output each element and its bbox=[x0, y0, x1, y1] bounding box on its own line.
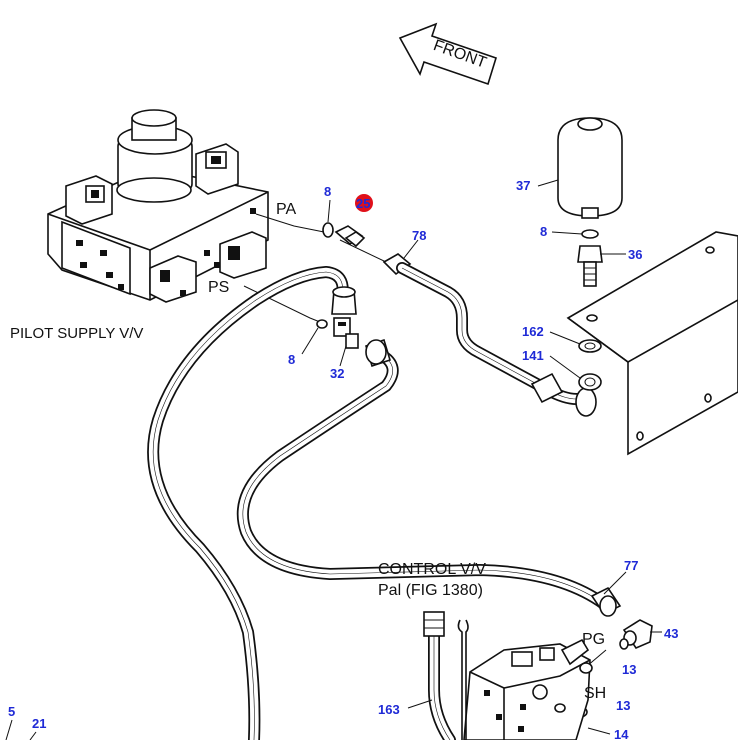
o-ring-8-acc bbox=[581, 229, 599, 239]
callout-162[interactable]: 162 bbox=[522, 324, 544, 339]
pa-leader bbox=[255, 213, 325, 233]
o-ring-13-pg bbox=[619, 638, 629, 650]
callout-163[interactable]: 163 bbox=[378, 702, 400, 717]
tube-78 bbox=[382, 253, 597, 417]
callout-5[interactable]: 5 bbox=[8, 704, 15, 719]
hose-clip bbox=[457, 619, 469, 740]
port-pg-label: PG bbox=[582, 631, 605, 648]
o-ring-8-pa bbox=[322, 222, 334, 238]
hose-77 bbox=[236, 338, 622, 617]
callout-77[interactable]: 77 bbox=[624, 558, 638, 573]
callout-43[interactable]: 43 bbox=[664, 626, 678, 641]
control-valve bbox=[463, 638, 593, 740]
washer-141 bbox=[578, 373, 602, 391]
callout-13-pg[interactable]: 13 bbox=[622, 662, 636, 677]
hose-163 bbox=[423, 611, 456, 740]
front-arrow: FRONT bbox=[398, 22, 497, 86]
callout-8-pa[interactable]: 8 bbox=[324, 184, 331, 199]
port-ps-label: PS bbox=[208, 279, 229, 296]
callout-14[interactable]: 14 bbox=[614, 727, 629, 740]
callout-37[interactable]: 37 bbox=[516, 178, 530, 193]
accumulator-37 bbox=[557, 117, 623, 219]
callout-141[interactable]: 141 bbox=[522, 348, 544, 363]
mounting-bracket bbox=[566, 231, 738, 456]
front-arrow-shape bbox=[398, 22, 497, 86]
callout-21[interactable]: 21 bbox=[32, 716, 46, 731]
hose-left-loop bbox=[147, 266, 357, 740]
washer-162 bbox=[578, 339, 602, 353]
elbow-32 bbox=[333, 317, 359, 349]
part-25-highlight bbox=[355, 194, 373, 212]
pilot-supply-label: PILOT SUPPLY V/V bbox=[10, 325, 143, 342]
port-sh-label: SH bbox=[584, 685, 606, 702]
callout-32[interactable]: 32 bbox=[330, 366, 344, 381]
connector-25 bbox=[334, 225, 366, 248]
callout-13-sh[interactable]: 13 bbox=[616, 698, 630, 713]
callout-36[interactable]: 36 bbox=[628, 247, 642, 262]
callout-78[interactable]: 78 bbox=[412, 228, 426, 243]
callout-25[interactable]: 25 bbox=[356, 196, 370, 211]
callout-8-acc[interactable]: 8 bbox=[540, 224, 547, 239]
control-vv-label: CONTROL V/V bbox=[378, 561, 486, 578]
port-pa-label: PA bbox=[276, 201, 296, 218]
o-ring-8-ps bbox=[316, 319, 328, 329]
callout-8-ps[interactable]: 8 bbox=[288, 352, 295, 367]
bolt-36 bbox=[577, 245, 603, 287]
pilot-supply-valve bbox=[47, 109, 269, 303]
pal-reference-label: Pal (FIG 1380) bbox=[378, 582, 483, 599]
